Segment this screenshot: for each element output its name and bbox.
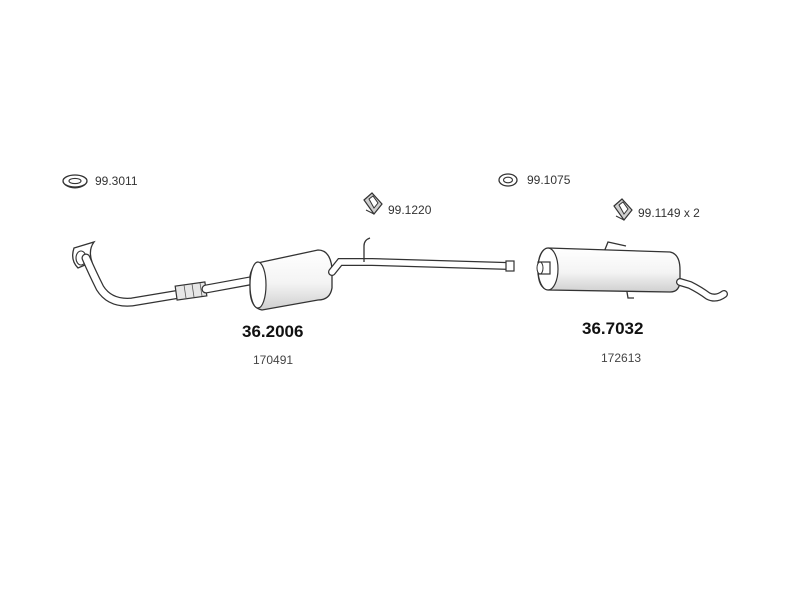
clamp-icon xyxy=(363,192,383,215)
ring-gasket-icon xyxy=(498,173,518,187)
sub-number-rear-section: 172613 xyxy=(601,351,642,365)
part-number-rear-section: 36.7032 xyxy=(582,319,644,338)
part-label-gasket-right: 99.1075 xyxy=(527,173,571,187)
front-pipe-muffler-icon xyxy=(72,237,515,311)
part-label-clamp-right: 99.1149 x 2 xyxy=(638,206,700,220)
sub-number-front-section: 170491 xyxy=(253,353,294,367)
rear-muffler-icon xyxy=(536,241,728,302)
part-number-front-section: 36.2006 xyxy=(242,322,304,341)
ring-gasket-icon xyxy=(62,174,88,189)
part-label-gasket-left: 99.3011 xyxy=(95,174,138,188)
part-label-clamp-left: 99.1220 xyxy=(388,203,432,217)
clamp-icon xyxy=(613,198,633,221)
